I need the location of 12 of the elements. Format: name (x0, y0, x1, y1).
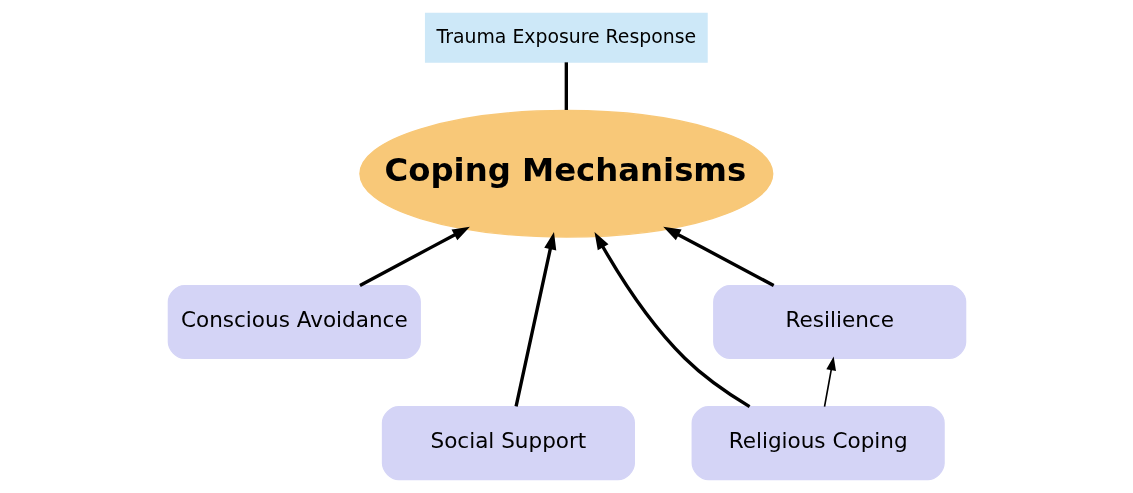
arrow (662, 226, 774, 287)
node-ellipse: Coping Mechanisms (358, 109, 773, 238)
arrow (513, 232, 556, 407)
node-box: Resilience (712, 284, 966, 359)
node-box: Religious Coping (691, 406, 945, 481)
arrow (823, 356, 836, 408)
arrow (594, 232, 750, 409)
node-box: Trauma Exposure Response (424, 12, 708, 63)
node-box: Social Support (381, 406, 635, 481)
connector (564, 62, 568, 110)
arrow (358, 226, 470, 287)
node-box: Conscious Avoidance (167, 284, 421, 359)
